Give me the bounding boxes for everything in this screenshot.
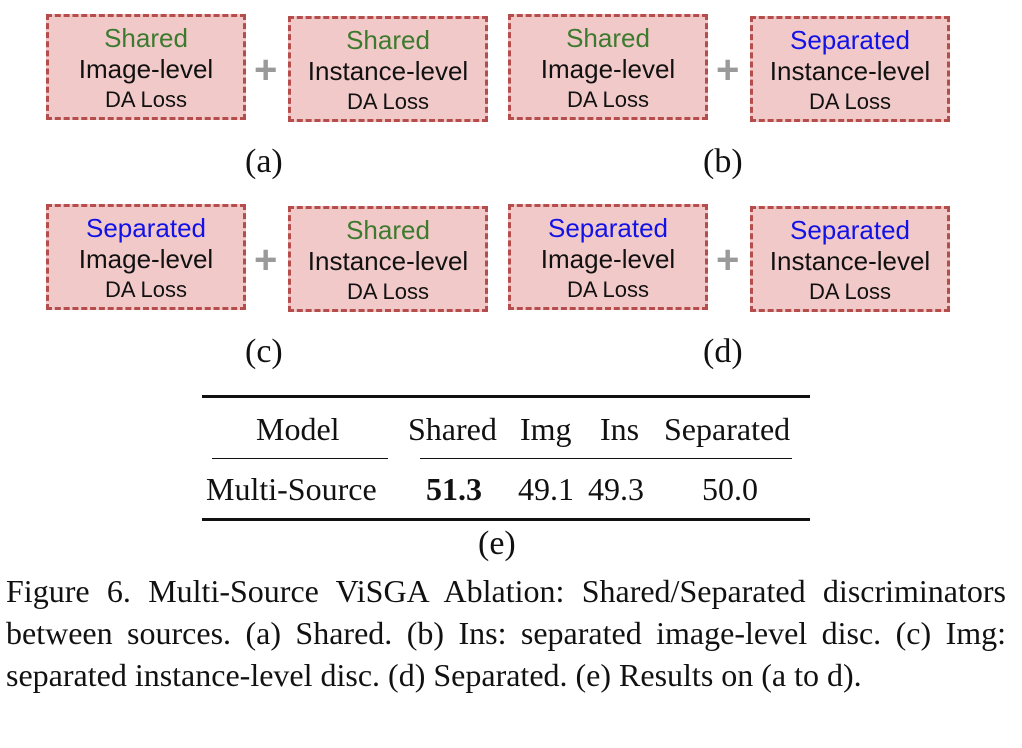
panel-c-image-level-box: Separated Image-level DA Loss: [46, 204, 246, 310]
box-level-label: Image-level: [540, 54, 676, 84]
box-loss-label: DA Loss: [347, 89, 429, 114]
box-kind-label: Separated: [790, 215, 910, 245]
panel-a-instance-level-box: Shared Instance-level DA Loss: [288, 16, 488, 122]
box-level-label: Instance-level: [307, 246, 469, 276]
table-top-rule: [202, 395, 810, 398]
box-kind-label: Separated: [86, 213, 206, 243]
figure-caption: Figure 6. Multi-Source ViSGA Ablation: S…: [6, 573, 1006, 693]
cell-img: 49.1: [518, 471, 574, 507]
box-kind-label: Shared: [104, 23, 188, 53]
header-shared: Shared: [408, 411, 497, 447]
table-mid-rule: [212, 458, 388, 459]
panel-b-label: (b): [703, 143, 743, 180]
plus-icon: +: [254, 48, 278, 92]
cell-ins: 49.3: [588, 471, 644, 507]
table-bottom-rule: [202, 518, 810, 521]
panel-d-image-level-box: Separated Image-level DA Loss: [508, 204, 708, 310]
panel-d-label: (d): [703, 333, 743, 370]
header-separated: Separated: [664, 411, 791, 447]
box-level-label: Image-level: [78, 54, 214, 84]
box-loss-label: DA Loss: [567, 277, 649, 302]
panel-c-instance-level-box: Shared Instance-level DA Loss: [288, 206, 488, 312]
box-level-label: Image-level: [78, 244, 214, 274]
box-loss-label: DA Loss: [567, 87, 649, 112]
panel-c-label: (c): [245, 333, 283, 370]
plus-icon: +: [254, 238, 278, 282]
cell-shared: 51.3: [426, 471, 482, 507]
box-loss-label: DA Loss: [105, 277, 187, 302]
box-loss-label: DA Loss: [809, 89, 891, 114]
panel-e-label: (e): [478, 525, 516, 562]
panel-a-label: (a): [245, 143, 283, 180]
plus-icon: +: [716, 48, 740, 92]
table-mid-rule: [420, 458, 792, 459]
box-loss-label: DA Loss: [105, 87, 187, 112]
cell-model: Multi-Source: [206, 471, 377, 507]
header-model: Model: [256, 411, 340, 447]
header-ins: Ins: [600, 411, 640, 447]
cell-separated: 50.0: [702, 471, 758, 507]
box-loss-label: DA Loss: [809, 279, 891, 304]
panel-a-image-level-box: Shared Image-level DA Loss: [46, 14, 246, 120]
box-kind-label: Separated: [548, 213, 668, 243]
plus-icon: +: [716, 238, 740, 282]
panel-b-image-level-box: Shared Image-level DA Loss: [508, 14, 708, 120]
box-kind-label: Shared: [346, 215, 430, 245]
box-level-label: Instance-level: [307, 56, 469, 86]
header-img: Img: [520, 411, 572, 447]
box-level-label: Instance-level: [769, 246, 931, 276]
box-kind-label: Separated: [790, 25, 910, 55]
panel-d-instance-level-box: Separated Instance-level DA Loss: [750, 206, 950, 312]
box-kind-label: Shared: [566, 23, 650, 53]
box-level-label: Image-level: [540, 244, 676, 274]
box-loss-label: DA Loss: [347, 279, 429, 304]
box-level-label: Instance-level: [769, 56, 931, 86]
panel-b-instance-level-box: Separated Instance-level DA Loss: [750, 16, 950, 122]
box-kind-label: Shared: [346, 25, 430, 55]
